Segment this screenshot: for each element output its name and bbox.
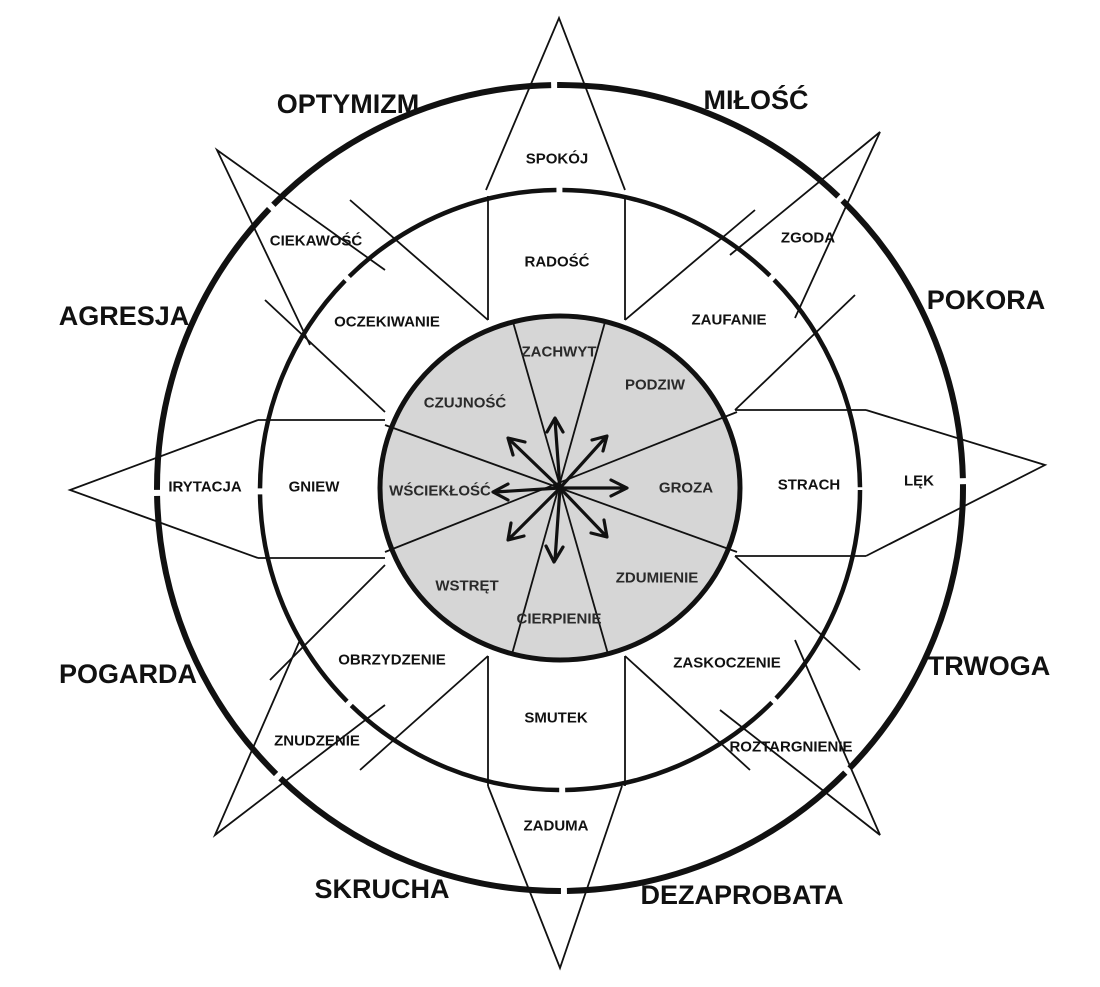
core-cierpienie: CIERPIENIE bbox=[516, 611, 601, 628]
middle-ring bbox=[257, 187, 863, 793]
core-wsciekłosc: WŚCIEKŁOŚĆ bbox=[389, 482, 491, 500]
mild-spokoj: SPOKÓJ bbox=[526, 150, 589, 168]
core bbox=[377, 313, 743, 663]
core-wstret: WSTRĘT bbox=[435, 578, 498, 595]
dyad-skrucha: SKRUCHA bbox=[315, 874, 450, 904]
dyad-milosc: MIŁOŚĆ bbox=[704, 84, 809, 115]
basic-strach: STRACH bbox=[778, 477, 841, 494]
core-groza: GROZA bbox=[659, 480, 713, 497]
core-zdumienie: ZDUMIENIE bbox=[616, 570, 699, 587]
star-point-bottom bbox=[487, 785, 623, 971]
basic-obrzydzenie: OBRZYDZENIE bbox=[338, 652, 446, 669]
arrows bbox=[491, 416, 629, 564]
mild-znudzenie: ZNUDZENIE bbox=[274, 733, 360, 750]
basic-ring-labels: RADOŚĆ ZAUFANIE STRACH ZASKOCZENIE SMUTE… bbox=[289, 253, 841, 727]
basic-oczekiwanie: OCZEKIWANIE bbox=[334, 314, 440, 331]
core-podziw: PODZIW bbox=[625, 377, 686, 394]
star-point-bottom-right bbox=[719, 639, 881, 836]
star-point-top-left bbox=[214, 147, 386, 346]
mild-ciekawosc: CIEKAWOŚĆ bbox=[270, 232, 363, 250]
star-point-top bbox=[485, 15, 626, 191]
mild-zgoda: ZGODA bbox=[781, 230, 835, 247]
mild-lek: LĘK bbox=[904, 473, 934, 490]
mild-irytacja: IRYTACJA bbox=[168, 479, 242, 496]
core-czujnosc: CZUJNOŚĆ bbox=[424, 394, 507, 412]
ring-spokes bbox=[258, 196, 866, 786]
dyad-pogarda: POGARDA bbox=[59, 659, 197, 689]
mild-roztargnienie: ROZTARGNIENIE bbox=[729, 739, 852, 756]
basic-zaufanie: ZAUFANIE bbox=[692, 312, 767, 329]
outer-ring bbox=[154, 82, 966, 894]
star-point-right bbox=[865, 409, 1048, 557]
star-point-left bbox=[67, 419, 259, 559]
basic-radosc: RADOŚĆ bbox=[524, 253, 589, 271]
basic-smutek: SMUTEK bbox=[524, 710, 588, 727]
dyad-labels: OPTYMIZM MIŁOŚĆ POKORA TRWOGA DEZAPROBAT… bbox=[59, 84, 1051, 910]
dyad-agresja: AGRESJA bbox=[59, 301, 190, 331]
dyad-pokora: POKORA bbox=[927, 285, 1046, 315]
basic-zaskoczenie: ZASKOCZENIE bbox=[673, 655, 781, 672]
basic-gniew: GNIEW bbox=[289, 479, 341, 496]
dyad-dezaprobata: DEZAPROBATA bbox=[641, 880, 844, 910]
star-points bbox=[67, 15, 1048, 971]
star-point-bottom-left bbox=[212, 639, 386, 838]
core-zachwyt: ZACHWYT bbox=[522, 344, 597, 361]
star-point-top-right bbox=[729, 131, 881, 319]
mild-zaduma: ZADUMA bbox=[524, 818, 589, 835]
dyad-optymizm: OPTYMIZM bbox=[277, 89, 420, 119]
mild-ring-labels: SPOKÓJ ZGODA LĘK ROZTARGNIENIE ZADUMA ZN… bbox=[168, 150, 934, 835]
core-labels: ZACHWYT PODZIW GROZA ZDUMIENIE CIERPIENI… bbox=[389, 344, 713, 628]
dyad-trwoga: TRWOGA bbox=[928, 651, 1051, 681]
